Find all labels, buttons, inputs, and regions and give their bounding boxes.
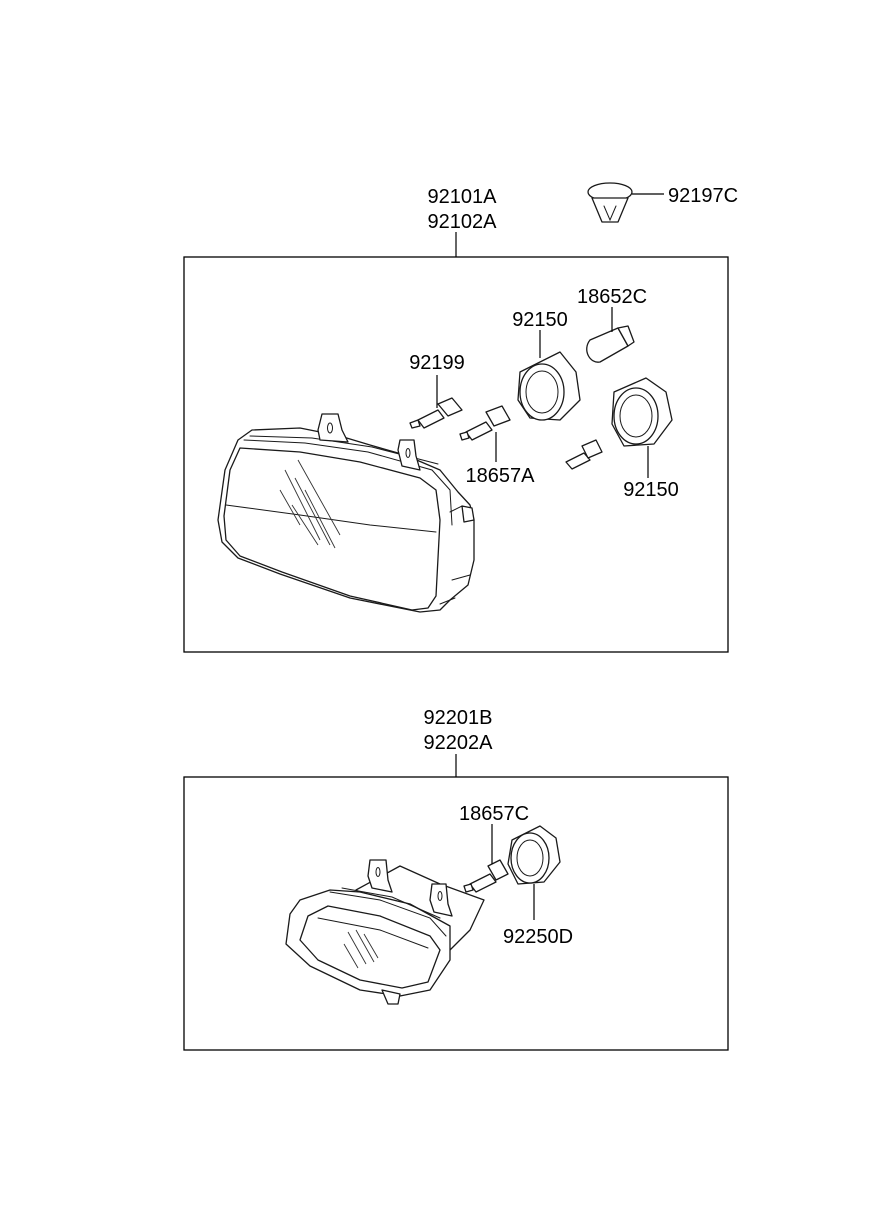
socket-92199-flange xyxy=(437,397,463,417)
clip-slot xyxy=(603,205,617,222)
bulb-18657C-flange xyxy=(487,859,509,881)
label-92201B[interactable]: 92201B xyxy=(424,707,493,729)
bulb-18657A-flange xyxy=(485,405,511,427)
foglamp-lens-inner xyxy=(317,917,429,949)
foglamp-glare xyxy=(343,929,379,969)
headlamp-lens-edge xyxy=(225,504,437,533)
cap-lower-ring-inner xyxy=(619,394,653,438)
bulb-18657C-glass xyxy=(469,873,497,893)
cap-92250D xyxy=(507,825,561,885)
head-lamp-group: 92101A 92102A 92199 xyxy=(183,186,729,653)
mount-tab-2 xyxy=(397,439,421,471)
cap-92150-lower xyxy=(611,377,673,447)
label-92150-lower[interactable]: 92150 xyxy=(623,479,679,501)
label-92199[interactable]: 92199 xyxy=(409,352,465,374)
label-92102A[interactable]: 92102A xyxy=(428,211,498,233)
bulb-small xyxy=(565,439,603,470)
bulb-18657C xyxy=(463,859,509,893)
foglamp-tab-1 xyxy=(367,859,393,893)
label-92197C[interactable]: 92197C xyxy=(668,185,738,207)
label-18657C[interactable]: 18657C xyxy=(459,803,529,825)
socket-92199 xyxy=(409,397,463,429)
bulb-small-glass xyxy=(565,452,591,470)
bulb-18657A-tip xyxy=(459,431,470,441)
lens-glare xyxy=(279,459,341,549)
cap-upper-ring xyxy=(519,363,565,421)
bulb-18652C-base xyxy=(617,325,635,347)
bulb-small-flange xyxy=(581,439,603,459)
bulb-18652C xyxy=(586,325,635,363)
cap-upper-ring-inner xyxy=(525,370,559,414)
mount-tab-1-hole xyxy=(327,422,333,434)
fog-lamp-group: 92201B 92202A 18657C xyxy=(183,707,729,1051)
foglamp-rim xyxy=(329,891,447,937)
label-92150-upper[interactable]: 92150 xyxy=(512,309,568,331)
clip-92197C xyxy=(587,182,633,223)
label-18652C[interactable]: 18652C xyxy=(577,286,647,308)
foglamp-lens xyxy=(299,905,441,989)
foglamp-rim-2 xyxy=(341,887,441,919)
headlamp-connector xyxy=(461,505,475,523)
cap-92150-upper xyxy=(517,351,581,421)
label-18657A[interactable]: 18657A xyxy=(466,465,536,487)
clip-body xyxy=(591,197,629,223)
cap-92250D-ring-inner xyxy=(516,839,544,877)
bulb-18657C-tip xyxy=(463,883,474,893)
socket-92199-tip xyxy=(409,419,421,429)
bulb-18652C-glass xyxy=(586,327,629,363)
foglamp-tab-1-hole xyxy=(375,867,381,877)
foglamp-tab-2-hole xyxy=(437,891,443,901)
label-92101A[interactable]: 92101A xyxy=(428,186,498,208)
bulb-18657A xyxy=(459,405,511,441)
headlamp-lens xyxy=(223,447,441,611)
mount-tab-2-hole xyxy=(405,448,411,458)
socket-92199-base xyxy=(417,409,445,429)
headlamp-illustration xyxy=(217,413,475,613)
headlamp-rim xyxy=(243,439,453,526)
bulb-18657A-glass xyxy=(465,421,493,441)
label-92202A[interactable]: 92202A xyxy=(424,732,494,754)
label-92250D[interactable]: 92250D xyxy=(503,926,573,948)
foglamp-illustration xyxy=(285,859,485,1005)
foglamp-bottom-tab xyxy=(381,989,401,1005)
cap-lower-ring xyxy=(613,387,659,445)
